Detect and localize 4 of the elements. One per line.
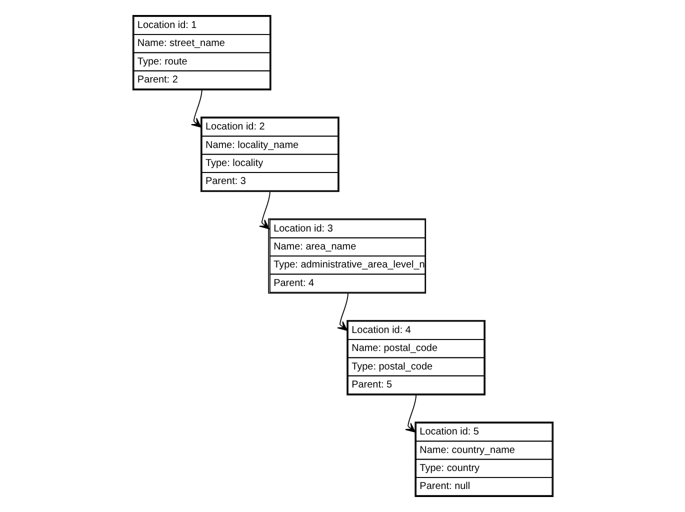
arrow bbox=[336, 292, 348, 331]
arrow bbox=[404, 394, 416, 433]
arrow bbox=[190, 89, 202, 128]
arrow bbox=[258, 191, 270, 230]
